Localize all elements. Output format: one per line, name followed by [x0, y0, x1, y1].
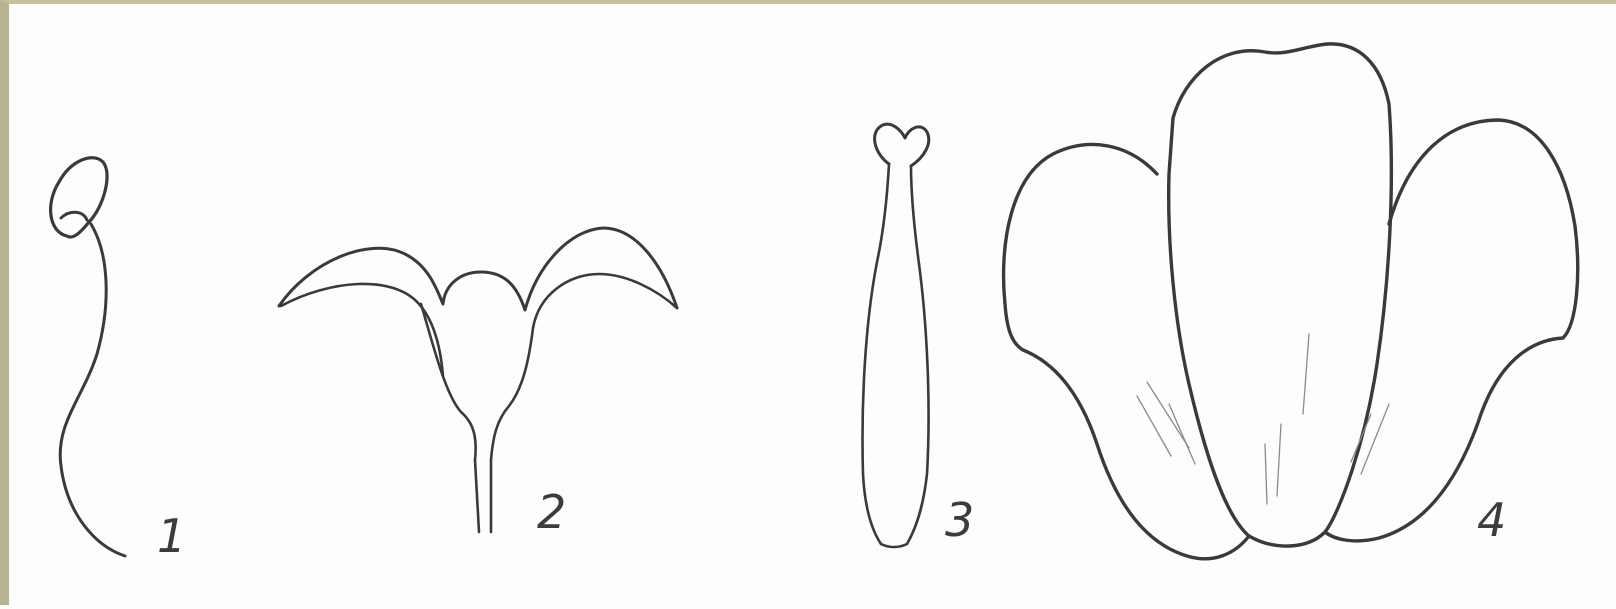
pistil-ovary	[863, 262, 929, 544]
plate-drawing: 1 2 3	[9, 4, 1616, 609]
corolla-middle-petal	[1169, 44, 1392, 546]
corolla-vein	[1137, 396, 1171, 456]
stamen-filament	[60, 224, 125, 556]
stamen-anther	[51, 158, 107, 237]
calyx-tube-left	[421, 304, 476, 460]
pistil-stigma	[875, 124, 929, 166]
figure-4-corolla: 4	[1004, 44, 1578, 559]
figure-4-label: 4	[1477, 493, 1506, 547]
corolla-right-petal	[1325, 120, 1578, 541]
corolla-vein	[1303, 334, 1309, 414]
pistil-base	[881, 544, 907, 547]
calyx-pedicel	[475, 460, 491, 532]
figure-2-calyx: 2	[279, 228, 677, 539]
figure-3-label: 3	[945, 493, 974, 547]
corolla-vein	[1169, 404, 1195, 464]
corolla-vein	[1265, 444, 1267, 504]
calyx-right-sepal-inner	[533, 274, 677, 328]
corolla-vein	[1277, 424, 1281, 496]
calyx-tube-right	[491, 328, 533, 460]
figure-3-pistil: 3	[863, 124, 975, 547]
corolla-vein	[1147, 382, 1189, 448]
pistil-style	[877, 164, 919, 264]
calyx-left-sepal-inner	[281, 284, 443, 376]
corolla-vein	[1361, 404, 1389, 474]
figure-1-label: 1	[157, 509, 186, 563]
corolla-left-petal	[1004, 144, 1249, 558]
figure-1-stamen: 1	[51, 158, 187, 563]
calyx-outline	[279, 228, 677, 310]
stamen-anther-fold	[61, 212, 87, 220]
figure-2-label: 2	[537, 485, 566, 539]
